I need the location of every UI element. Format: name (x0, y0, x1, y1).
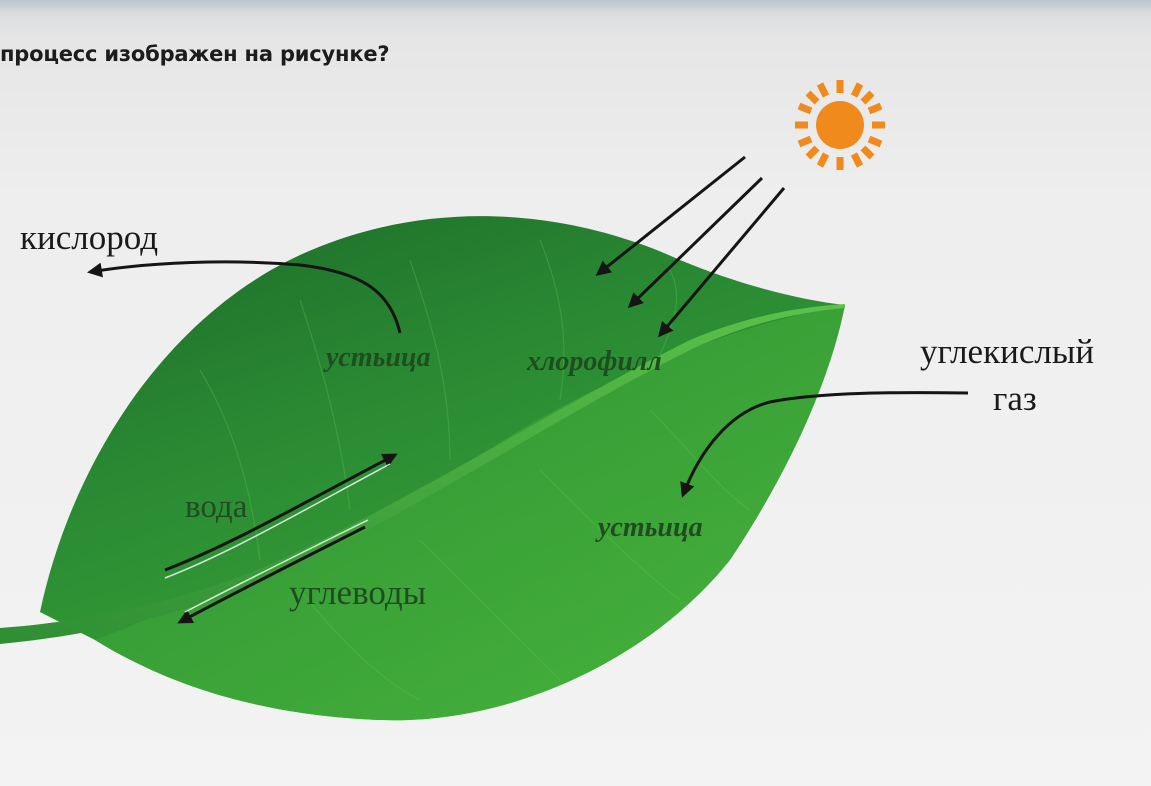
sunlight-arrows (595, 155, 786, 338)
co2-label-line1: углекислый (920, 332, 1094, 371)
sunlight-arrow (627, 176, 764, 309)
co2-arrow (680, 391, 969, 498)
sunlight-arrow (595, 155, 746, 276)
water-arrow (164, 453, 398, 579)
carbohydrates-label: углеводы (289, 573, 426, 612)
oxygen-label: кислород (20, 218, 158, 257)
oxygen-arrow (87, 260, 402, 334)
carbohydrates-arrow (177, 519, 369, 624)
leaf (0, 216, 845, 721)
stomata-bottom-label: устьица (595, 512, 703, 543)
question-text: процесс изображен на рисунке? (0, 42, 390, 66)
sunlight-arrow (658, 187, 786, 338)
water-label: вода (185, 489, 248, 525)
top-band (0, 0, 1151, 12)
leaf-lower-half (95, 305, 845, 721)
stomata-top-label: устьица (323, 342, 431, 373)
sun-icon (795, 80, 885, 170)
chlorophyll-label: хлорофилл (526, 346, 662, 377)
co2-label-line2: газ (993, 379, 1037, 418)
